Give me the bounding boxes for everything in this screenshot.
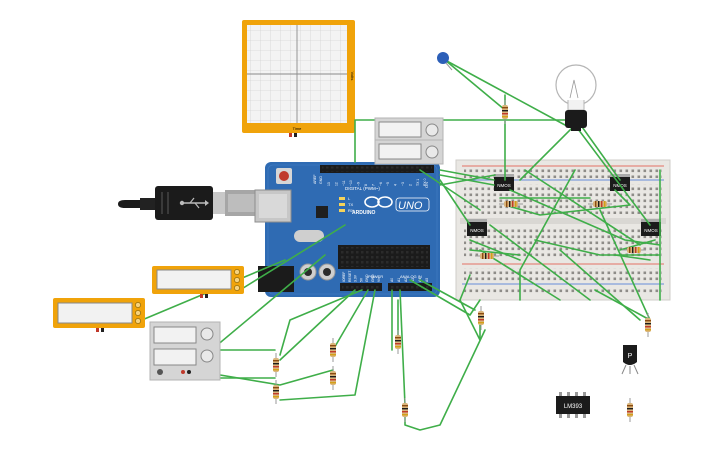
nmos-label: NMOS — [470, 228, 484, 233]
multimeter[interactable] — [149, 321, 221, 381]
pin-label: 7 — [371, 184, 375, 186]
pin-label: 4 — [394, 184, 398, 186]
resistor[interactable] — [395, 330, 401, 354]
resistor[interactable] — [499, 201, 523, 207]
led-tx-label: TX — [348, 202, 353, 207]
resistor[interactable] — [273, 380, 279, 404]
orange-multimeter[interactable] — [53, 298, 145, 332]
resistor[interactable] — [475, 253, 499, 259]
pin-label: RESET — [348, 271, 352, 282]
resistor[interactable] — [330, 366, 336, 390]
pin-label: ~5 — [386, 182, 390, 186]
multimeter[interactable] — [374, 139, 444, 165]
nmos-transistor[interactable]: NMOS — [641, 219, 661, 236]
resistor[interactable] — [273, 353, 279, 377]
gnd-label: GND — [319, 176, 323, 184]
nmos-transistor[interactable]: NMOS — [494, 174, 514, 191]
pin-label: 5V — [359, 277, 363, 282]
breadboard[interactable] — [455, 159, 671, 301]
nmos-label: NMOS — [644, 228, 658, 233]
pin-label: A3 — [411, 278, 415, 282]
oscilloscope-time-label: Time — [293, 126, 303, 131]
board-model-label: UNO — [398, 200, 423, 212]
analog-header-label: ANALOG IN — [400, 274, 422, 279]
lm393-label: LM393 — [564, 404, 583, 410]
pin-label: ~9 — [357, 182, 361, 186]
resistor[interactable] — [402, 398, 408, 422]
pin-label: ~10 — [349, 180, 353, 186]
pin-label: A1 — [397, 278, 401, 282]
lm393-ic[interactable]: LM393 — [556, 392, 590, 418]
pin-label: 12 — [334, 182, 338, 186]
pin-label: A0 — [390, 278, 394, 282]
pin-label: IOREF — [342, 272, 346, 282]
pin-label: ~6 — [379, 182, 383, 186]
orange-multimeter[interactable] — [152, 266, 244, 298]
transistor-label: P — [628, 353, 633, 360]
board-brand-label: ARDUINO — [352, 210, 375, 216]
led-rx-label: RX — [348, 208, 354, 213]
pin-label: RX 0 — [423, 178, 427, 186]
resistors[interactable] — [273, 100, 651, 422]
pin-label: A2 — [404, 278, 408, 282]
pin-label: A5 — [425, 278, 429, 282]
resistor[interactable] — [502, 100, 508, 124]
pin-label: 3.3V — [354, 274, 358, 282]
reset-button[interactable] — [279, 171, 289, 181]
resistor[interactable] — [330, 338, 336, 362]
pin-label: 13 — [327, 182, 331, 186]
usb-cable[interactable] — [118, 186, 267, 220]
pin-label: GND — [371, 274, 375, 282]
arduino-uno-board[interactable]: L TX RX UNO ARDUINO DIGITAL (PWM~) POWER… — [254, 162, 440, 297]
pin-label: ~11 — [342, 180, 346, 186]
nmos-transistor[interactable]: NMOS — [467, 219, 487, 236]
pin-label: GND — [365, 274, 369, 282]
pin-label: 8 — [364, 184, 368, 186]
resistor[interactable] — [645, 313, 651, 337]
pin-label: Vin — [377, 277, 381, 282]
pin-label: ~3 — [401, 182, 405, 186]
power-header-label: POWER — [368, 274, 383, 279]
nmos-label: NMOS — [497, 183, 511, 188]
usb-symbol-icon — [179, 197, 209, 209]
pin-label: TX 1 — [416, 179, 420, 186]
multimeter[interactable] — [374, 117, 444, 143]
resistor[interactable] — [627, 398, 633, 422]
aref-label: AREF — [313, 174, 317, 184]
oscilloscope[interactable]: Time Volts — [242, 20, 355, 137]
on-label: ON — [424, 182, 429, 188]
pnp-transistor[interactable]: P — [621, 345, 639, 375]
led-l-label: L — [348, 196, 351, 201]
pin-label: 2 — [408, 184, 412, 186]
digital-header-label: DIGITAL (PWM~) — [345, 186, 380, 191]
light-bulb[interactable] — [555, 64, 597, 131]
resistor[interactable] — [478, 306, 484, 330]
resistor[interactable] — [622, 247, 646, 253]
arduino-infinity-logo — [364, 196, 393, 208]
resistor[interactable] — [588, 201, 612, 207]
oscilloscope-volts-label: Volts — [350, 72, 355, 81]
ceramic-capacitor[interactable] — [437, 52, 453, 71]
